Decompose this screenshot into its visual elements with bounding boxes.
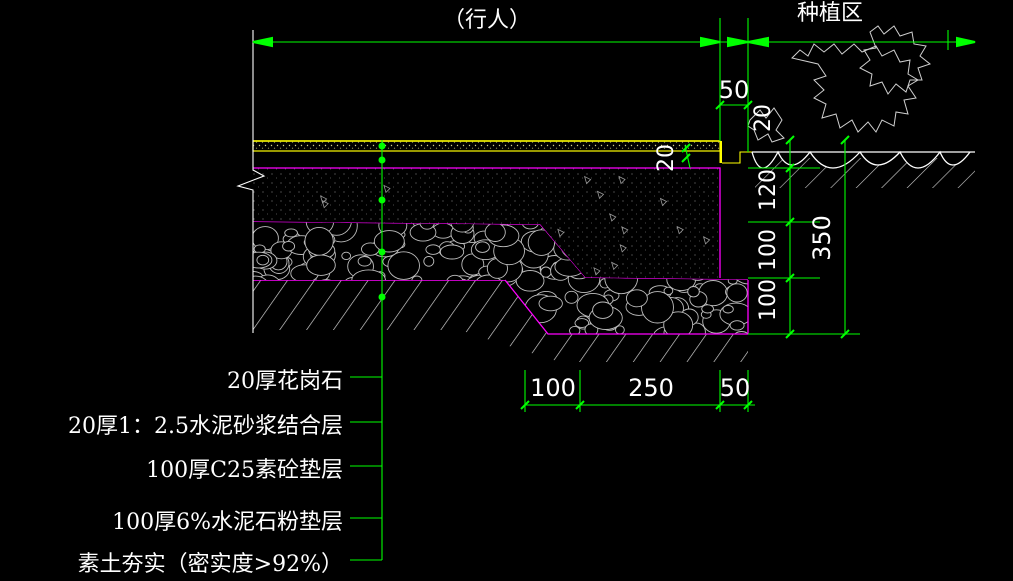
gravel-stone bbox=[724, 222, 748, 240]
concrete-aggregate bbox=[596, 190, 605, 200]
gravel-stone bbox=[736, 222, 748, 226]
shrub-outline bbox=[747, 25, 932, 143]
gravel-stone bbox=[256, 254, 270, 266]
concrete-aggregate bbox=[619, 244, 627, 253]
dim-top-50: 50 bbox=[719, 76, 750, 104]
gravel-stone bbox=[484, 222, 506, 242]
layer-label-soil: 素土夯实（密实度>92%） bbox=[78, 552, 343, 577]
gravel-stone bbox=[357, 256, 372, 267]
dim-bottom-50: 50 bbox=[720, 374, 751, 402]
dim-120: 120 bbox=[756, 169, 781, 211]
dimension-lines bbox=[253, 18, 975, 412]
gravel-stone bbox=[625, 289, 648, 308]
gravel-stone bbox=[687, 286, 700, 298]
gravel-stone bbox=[729, 320, 745, 331]
gravel-stone bbox=[423, 255, 435, 267]
concrete-aggregate bbox=[676, 225, 684, 235]
dim-100-b: 100 bbox=[756, 279, 781, 321]
gravel-stone bbox=[527, 229, 556, 256]
gravel-stone bbox=[306, 254, 336, 276]
gravel-stone bbox=[722, 304, 734, 314]
leader-dot-soil bbox=[378, 293, 386, 301]
concrete-aggregate bbox=[593, 267, 601, 276]
layer-label-concrete: 100厚C25素砼垫层 bbox=[146, 458, 343, 483]
concrete-aggregate bbox=[618, 175, 626, 185]
concrete-aggregate bbox=[557, 228, 565, 238]
gravel-stone bbox=[663, 286, 674, 296]
gravel-stone bbox=[728, 249, 748, 277]
gravel-stone bbox=[381, 329, 391, 334]
gravel-stone bbox=[569, 325, 581, 334]
gravel-stone bbox=[663, 311, 694, 334]
layer-label-stone-powder: 100厚6%水泥石粉垫层 bbox=[112, 510, 343, 535]
gravel-stone bbox=[304, 226, 334, 256]
gravel-stone bbox=[341, 251, 352, 261]
gravel-stone bbox=[327, 329, 349, 334]
dimension-ticks bbox=[252, 36, 976, 410]
gravel-stone bbox=[719, 222, 737, 227]
gravel-stone bbox=[574, 318, 590, 329]
gravel-stone bbox=[515, 270, 545, 292]
gravel-stone bbox=[538, 295, 563, 312]
concrete-aggregate bbox=[321, 199, 329, 209]
concrete-aggregate bbox=[702, 236, 711, 245]
gravel-stone bbox=[734, 237, 747, 245]
gravel-stone bbox=[284, 228, 298, 238]
gravel-stone bbox=[701, 304, 714, 314]
gravel-stone bbox=[564, 290, 579, 304]
dim-side-20: 20 bbox=[654, 144, 679, 172]
gravel-stone bbox=[425, 244, 441, 255]
gravel-stone bbox=[439, 244, 465, 260]
gravel-stone bbox=[396, 335, 404, 340]
concrete-aggregate bbox=[611, 261, 619, 271]
gravel-stone bbox=[726, 283, 748, 303]
dim-bottom-100: 100 bbox=[530, 374, 576, 402]
leader-dot-granite bbox=[378, 142, 386, 150]
layer-label-granite: 20厚花岗石 bbox=[227, 369, 343, 394]
left-break-line bbox=[236, 30, 266, 333]
planting-zone-label: 种植区 bbox=[797, 1, 863, 26]
leader-line bbox=[350, 140, 386, 561]
gravel-stone bbox=[727, 276, 738, 285]
gravel-stone bbox=[475, 241, 490, 253]
dim-350: 350 bbox=[808, 215, 836, 261]
gravel-stone bbox=[387, 251, 420, 280]
gravel-stone bbox=[738, 270, 748, 279]
concrete-aggregate bbox=[583, 175, 592, 185]
gravel-stone bbox=[592, 301, 614, 319]
leader-dot-mortar bbox=[378, 156, 386, 164]
dim-top-20: 20 bbox=[751, 104, 776, 132]
concrete-aggregate bbox=[621, 226, 629, 235]
concrete-aggregate bbox=[609, 213, 617, 222]
dim-bottom-250: 250 bbox=[628, 374, 674, 402]
concrete-aggregate bbox=[383, 184, 391, 194]
leader-dot-stone-powder bbox=[378, 248, 386, 256]
pedestrian-label: （行人） bbox=[443, 8, 531, 33]
layer-label-mortar: 20厚1：2.5水泥砂浆结合层 bbox=[68, 414, 343, 439]
gravel-stone bbox=[720, 250, 741, 267]
gravel-stone bbox=[641, 291, 674, 324]
gravel-stone bbox=[723, 222, 745, 243]
leader-dot-concrete bbox=[378, 196, 386, 204]
planting-surface bbox=[751, 150, 975, 169]
gravel-stone bbox=[373, 230, 405, 253]
gravel-stone bbox=[450, 222, 475, 233]
concrete-aggregate bbox=[319, 195, 328, 204]
concrete-aggregate bbox=[659, 197, 668, 207]
gravel-stone bbox=[282, 240, 296, 252]
gravel-stone bbox=[733, 249, 746, 258]
dim-100-a: 100 bbox=[756, 229, 781, 271]
